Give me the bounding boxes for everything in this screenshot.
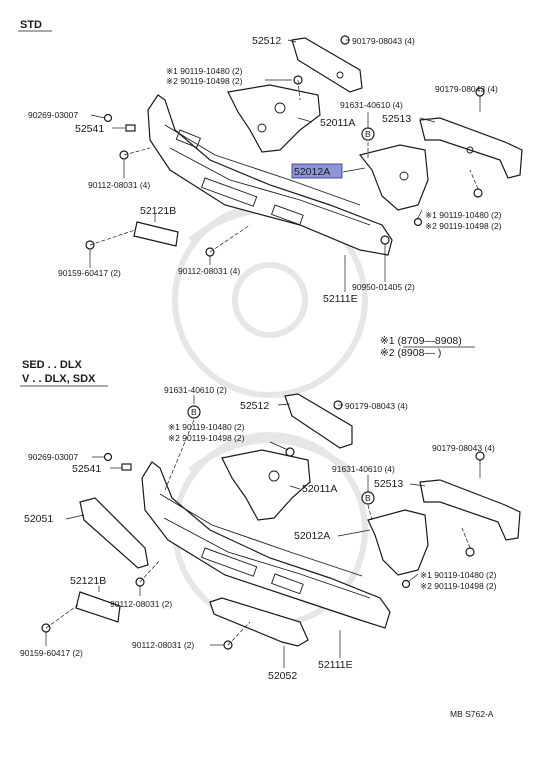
- van-section-label: V . . DLX, SDX: [22, 373, 96, 385]
- std-part-90112-08031-a[interactable]: 90112-08031 (4): [88, 180, 150, 190]
- std-labels: 52512 90179-08043 (4) ※1 90119-10480 (2)…: [28, 35, 502, 305]
- sed-part-90179-08043-b[interactable]: 90179-08043 (4): [432, 443, 495, 453]
- std-part-90269-03007[interactable]: 90269-03007: [28, 110, 78, 120]
- sed-part-90119-10498-b[interactable]: ※2 90119-10498 (2): [420, 581, 497, 591]
- std-part-90119-10498-b[interactable]: ※2 90119-10498 (2): [425, 221, 502, 231]
- sed-bracket-52011A: [221, 449, 311, 521]
- std-part-90179-08043-b[interactable]: 90179-08043 (4): [435, 84, 498, 94]
- std-bracket-52012A: [358, 144, 429, 211]
- sed-bumper-52111E: [141, 461, 391, 629]
- std-part-90119-10480-b[interactable]: ※1 90119-10480 (2): [425, 210, 502, 220]
- std-part-90119-10498-a[interactable]: ※2 90119-10498 (2): [166, 76, 243, 86]
- applicability-notes: ※1 (8709—8908) ※2 (8908— ): [380, 335, 475, 359]
- sed-part-52052[interactable]: 52052: [268, 670, 297, 682]
- sed-part-52541[interactable]: 52541: [72, 463, 101, 475]
- sed-part-52111E[interactable]: 52111E: [318, 659, 353, 671]
- sed-part-52012A[interactable]: 52012A: [294, 530, 330, 542]
- sed-circle-b-text-a: B: [191, 407, 197, 417]
- sed-part-91631-40610-b[interactable]: 91631-40610 (4): [332, 464, 395, 474]
- std-part-52012A[interactable]: 52012A: [294, 166, 330, 178]
- sed-license-bracket-52121B: [75, 591, 121, 623]
- std-part-52121B[interactable]: 52121B: [140, 205, 176, 217]
- note-2: ※2 (8908— ): [380, 347, 441, 359]
- std-part-52513[interactable]: 52513: [382, 113, 411, 125]
- std-part-52541[interactable]: 52541: [75, 123, 104, 135]
- sed-part-90119-10480-a[interactable]: ※1 90119-10480 (2): [168, 422, 245, 432]
- sed-moulding-52051: [79, 497, 149, 569]
- std-part-90950-01405[interactable]: 90950-01405 (2): [352, 282, 415, 292]
- sed-labels: 91631-40610 (2) B 52512 90179-08043 (4) …: [20, 385, 497, 682]
- sed-fasteners: [41, 400, 485, 650]
- std-stay-52513: [419, 117, 523, 179]
- sed-part-52512[interactable]: 52512: [240, 400, 269, 412]
- std-part-52011A[interactable]: 52011A: [320, 117, 355, 129]
- sed-part-90119-10498-a[interactable]: ※2 90119-10498 (2): [168, 433, 245, 443]
- std-part-90159-60417[interactable]: 90159-60417 (2): [58, 268, 121, 278]
- sed-part-52051[interactable]: 52051: [24, 513, 53, 525]
- sed-circle-b-text-b: B: [365, 493, 371, 503]
- std-circle-b-text: B: [365, 129, 371, 139]
- sed-part-90112-08031-a[interactable]: 90112-08031 (2): [110, 599, 172, 609]
- sed-part-52011A[interactable]: 52011A: [302, 483, 337, 495]
- sed-stay-52513: [419, 479, 521, 541]
- std-part-52012A-highlight: [291, 163, 343, 179]
- std-part-90179-08043-a[interactable]: 90179-08043 (4): [352, 36, 415, 46]
- sed-circle-b-marker-b: [361, 491, 375, 505]
- sed-bracket-52012A: [367, 509, 429, 576]
- std-part-90112-08031-b[interactable]: 90112-08031 (4): [178, 266, 240, 276]
- sed-stay-52512: [284, 393, 353, 449]
- sed-circle-b-marker-a: [187, 405, 201, 419]
- std-leader-lines: [89, 39, 481, 292]
- std-license-bracket-52121B: [133, 221, 179, 247]
- sed-part-90269-03007[interactable]: 90269-03007: [28, 452, 78, 462]
- sed-part-91631-40610-a[interactable]: 91631-40610 (2): [164, 385, 227, 395]
- std-part-52111E[interactable]: 52111E: [323, 293, 358, 305]
- sed-part-90112-08031-b[interactable]: 90112-08031 (2): [132, 640, 194, 650]
- std-part-91631-40610[interactable]: 91631-40610 (4): [340, 100, 403, 110]
- std-circle-b-marker: [361, 127, 375, 141]
- std-bracket-52011A: [227, 84, 321, 153]
- sed-leader-lines: [45, 395, 481, 668]
- std-part-90119-10480-a[interactable]: ※1 90119-10480 (2): [166, 66, 243, 76]
- std-part-52512[interactable]: 52512: [252, 35, 281, 47]
- sed-cover-52052: [209, 597, 309, 647]
- note-1: ※1 (8709—8908): [380, 335, 462, 347]
- sed-part-90159-60417[interactable]: 90159-60417 (2): [20, 648, 83, 658]
- sed-part-90119-10480-b[interactable]: ※1 90119-10480 (2): [420, 570, 497, 580]
- sed-part-90179-08043-a[interactable]: 90179-08043 (4): [345, 401, 408, 411]
- std-section-label: STD: [20, 19, 42, 31]
- sed-part-52513[interactable]: 52513: [374, 478, 403, 490]
- sed-part-52121B[interactable]: 52121B: [70, 575, 106, 587]
- std-bumper-52111E: [147, 94, 393, 256]
- diagram-code: MB S762-A: [450, 709, 494, 719]
- sed-section-label: SED . . DLX: [22, 359, 83, 371]
- std-stay-52512: [291, 37, 363, 93]
